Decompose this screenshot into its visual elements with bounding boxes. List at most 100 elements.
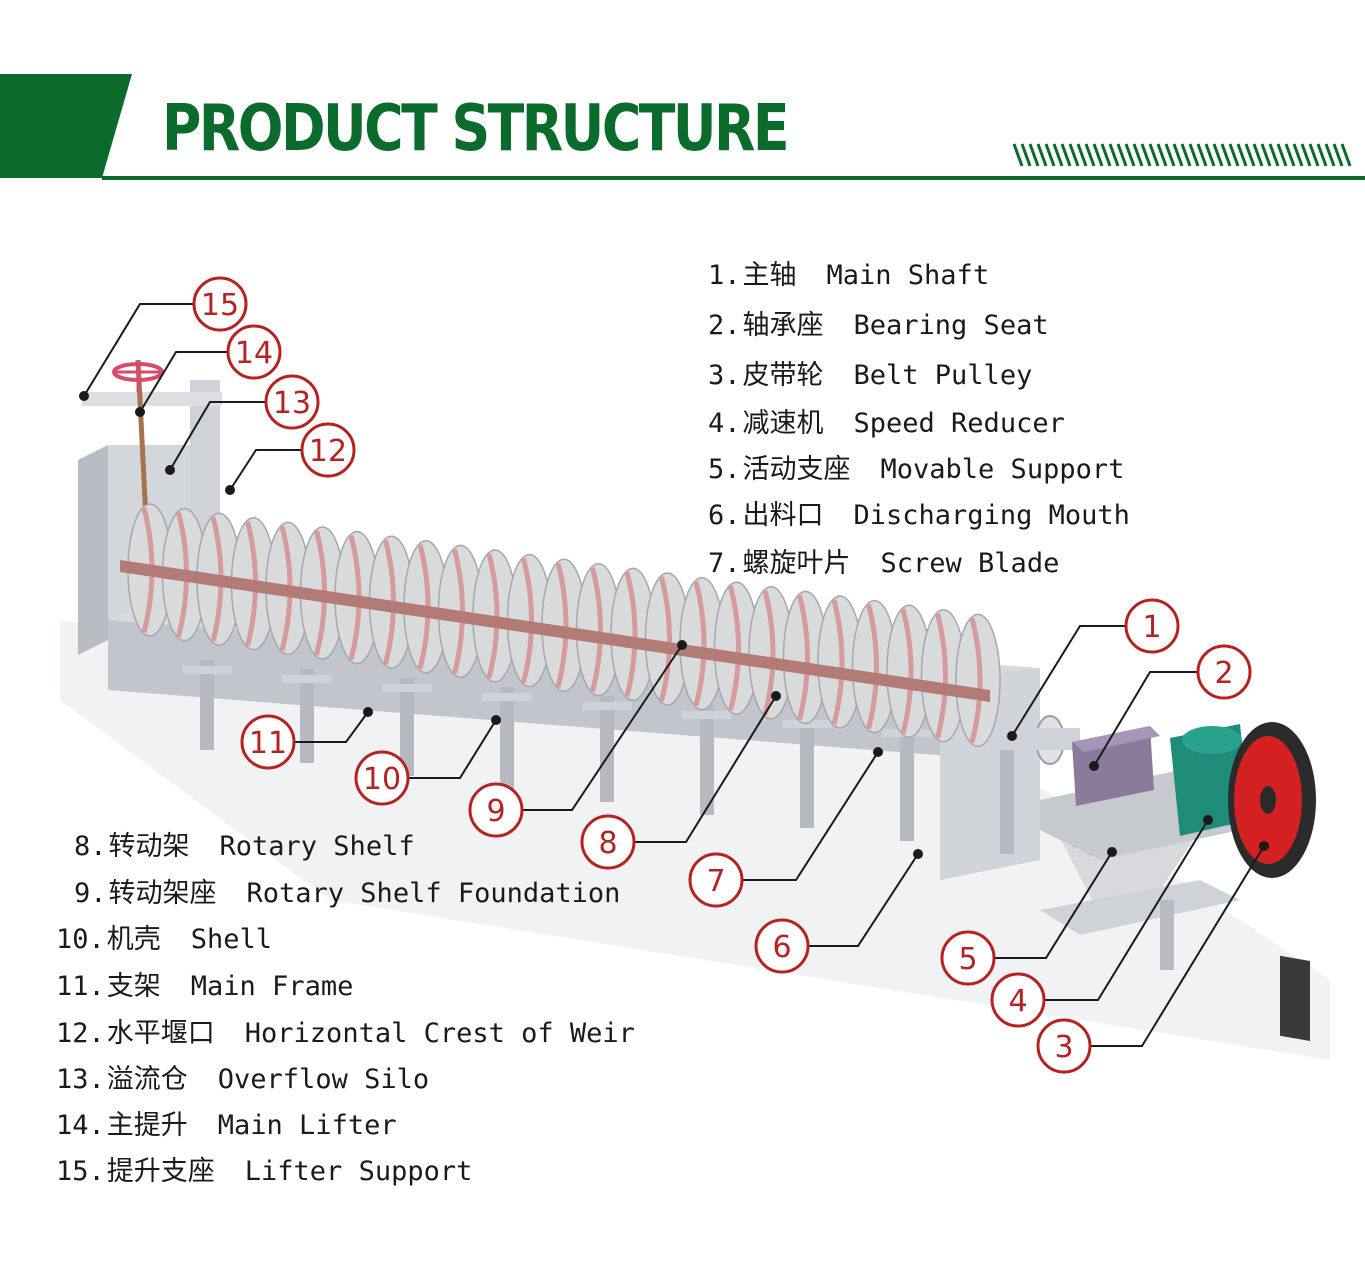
legend-chinese-name: 转动架座 [108,878,217,909]
legend-chinese-name: 出料口 [742,500,824,531]
hatch-stripe [1156,143,1168,167]
hatch-stripe [1244,143,1256,167]
legend-english-name: Rotary Shelf [219,831,415,862]
hatch-stripe [1284,143,1296,167]
blade-edge [521,557,534,684]
blade-edge [797,594,810,721]
callout-8: 8 [580,814,636,870]
hatch-stripe [1068,143,1080,167]
header-bar-graphic [0,74,1365,180]
hatch-stripe [1148,143,1160,167]
callout-6-label: 6 [772,930,791,965]
callout-10-label: 10 [363,762,401,797]
frame-leg [600,696,614,802]
callout-12-label: 12 [309,434,347,469]
blade-edge [693,580,707,707]
legend-number: 14. [56,1110,105,1141]
frame-leg [700,705,714,815]
legend-english-name: Shell [190,924,273,955]
callout-2: 2 [1196,644,1252,700]
callout-15-label: 15 [201,288,239,323]
legend-chinese-name: 机壳 [106,924,161,955]
machine-illustration [60,359,1330,1060]
hatch-stripe [1220,143,1232,167]
hatch-stripe [1076,143,1088,167]
hatch-stripe [1020,143,1032,167]
callout-13-label: 13 [273,386,311,421]
frame-crossbar [182,666,232,674]
legend-chinese-name: 减速机 [742,408,824,439]
callout-7: 7 [688,852,744,908]
callout-14: 14 [226,324,282,380]
legend-english-name: Belt Pulley [853,360,1033,391]
callout-14-label: 14 [235,336,273,371]
lifter-support-beam [82,392,222,406]
hatch-stripe [1036,143,1048,167]
hatch-stripe [1108,143,1120,167]
hatch-stripe [1084,143,1096,167]
legend-english-name: Main Shaft [826,260,990,291]
hatch-stripe [1188,143,1200,167]
callout-11-label: 11 [249,726,287,761]
callout-12: 12 [300,422,356,478]
hatch-stripe [1116,143,1128,167]
hatch-stripe [1332,143,1344,167]
callout-9-label: 9 [486,794,505,829]
blade-edge [762,590,776,716]
callout-10: 10 [354,750,410,806]
hatch-stripe [1228,143,1240,167]
hatch-stripe [1172,143,1184,167]
frame-leg [800,714,814,828]
legend-number: 6. [708,500,741,531]
header-banner: PRODUCT STRUCTURE [0,0,1365,200]
hand-wheel-icon [112,362,164,392]
legend-chinese-name: 轴承座 [742,310,824,341]
overflow-silo-side [78,445,108,655]
blade-edge [866,603,879,730]
callout-8-label: 8 [598,826,617,861]
blade-edge [624,571,638,698]
frame-crossbar [382,684,432,692]
hatch-stripe [1300,143,1312,167]
hatch-stripe [1012,143,1024,167]
hatch-stripe [1324,143,1336,167]
hatch-stripe [1292,143,1304,167]
legend-english-name: Main Frame [190,971,354,1002]
hatch-stripe [1212,143,1224,167]
legend-number: 5. [708,454,741,485]
hatch-stripe [1132,143,1144,167]
hatch-stripe [1060,143,1072,167]
frame-leg [1000,732,1014,854]
main-shaft-bar [120,560,990,702]
legend-english-name: Main Lifter [217,1110,397,1141]
callout-3: 3 [1036,1018,1092,1074]
legend-chinese-name: 提升支座 [106,1156,215,1187]
frame-leg [500,687,514,789]
legend-english-name: Overflow Silo [217,1064,430,1095]
frame-crossbar [682,711,732,719]
callout-6: 6 [754,918,810,974]
blade-edge [659,576,672,702]
legend-number: 2. [708,310,741,341]
blade-edge [728,585,741,711]
frame-leg [200,660,214,750]
legend-chinese-name: 主轴 [742,260,797,291]
hatch-stripe [1124,143,1136,167]
legend-english-name: Horizontal Crest of Weir [244,1018,635,1049]
legend-english-name: Movable Support [880,454,1125,485]
frame-leg [900,723,914,841]
hatch-stripe [1268,143,1280,167]
hatch-stripe [1204,143,1216,167]
hatch-stripe [1252,143,1264,167]
hatch-stripe [1044,143,1056,167]
